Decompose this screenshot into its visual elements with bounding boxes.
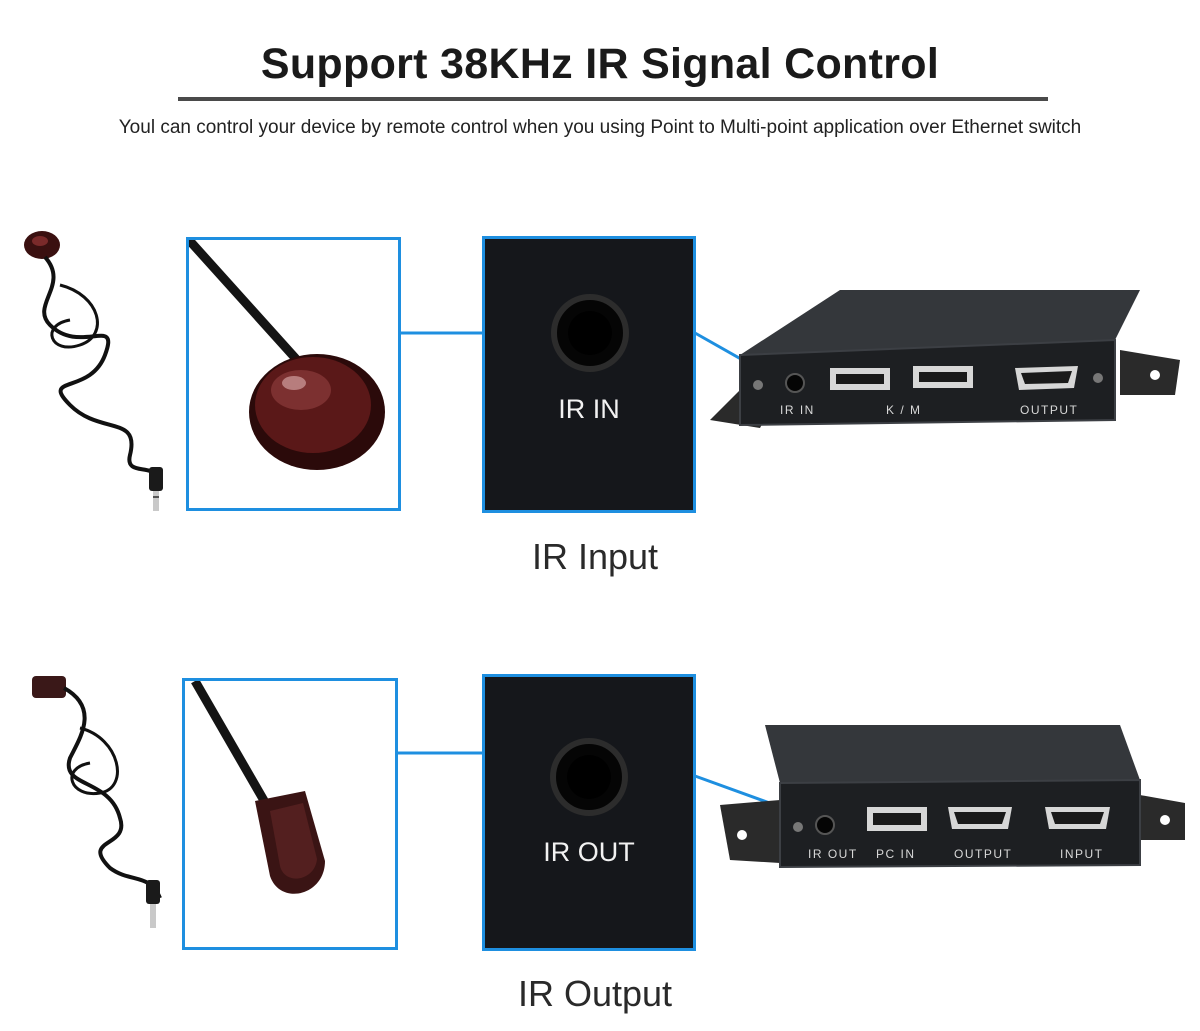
ir-in-port-closeup: IR IN — [482, 236, 696, 513]
device-output-label: OUTPUT — [954, 847, 1012, 861]
title-underline — [178, 97, 1048, 101]
device-ir-in-label: IR IN — [780, 403, 815, 417]
device-pc-in-label: PC IN — [876, 847, 916, 861]
device-output-label: OUTPUT — [1020, 403, 1078, 417]
page-title: Support 38KHz IR Signal Control — [260, 40, 940, 88]
extender-device-icon: IR IN K / M OUTPUT — [710, 290, 1180, 428]
ir-receiver-closeup — [186, 237, 401, 511]
ir-emitter-cable-icon — [32, 676, 162, 928]
page-subtitle: Youl can control your device by remote c… — [118, 117, 1082, 138]
device-km-label: K / M — [886, 403, 922, 417]
ir-in-port-label: IR IN — [558, 394, 620, 424]
device-input-label: INPUT — [1060, 847, 1104, 861]
ir-output-caption: IR Output — [517, 973, 673, 1014]
extender-device-icon: IR OUT PC IN OUTPUT INPUT — [720, 725, 1185, 869]
device-ir-out-label: IR OUT — [808, 847, 858, 861]
ir-receiver-head-icon — [189, 240, 385, 470]
ir-emitter-head-icon — [191, 681, 325, 894]
audio-jack-icon — [551, 294, 629, 372]
ir-out-port-closeup: IR OUT — [482, 674, 696, 951]
ir-receiver-cable-icon — [24, 231, 163, 511]
audio-jack-icon — [550, 738, 628, 816]
ir-input-caption: IR Input — [531, 536, 659, 577]
ir-emitter-closeup — [182, 678, 398, 950]
ir-out-port-label: IR OUT — [543, 837, 635, 867]
